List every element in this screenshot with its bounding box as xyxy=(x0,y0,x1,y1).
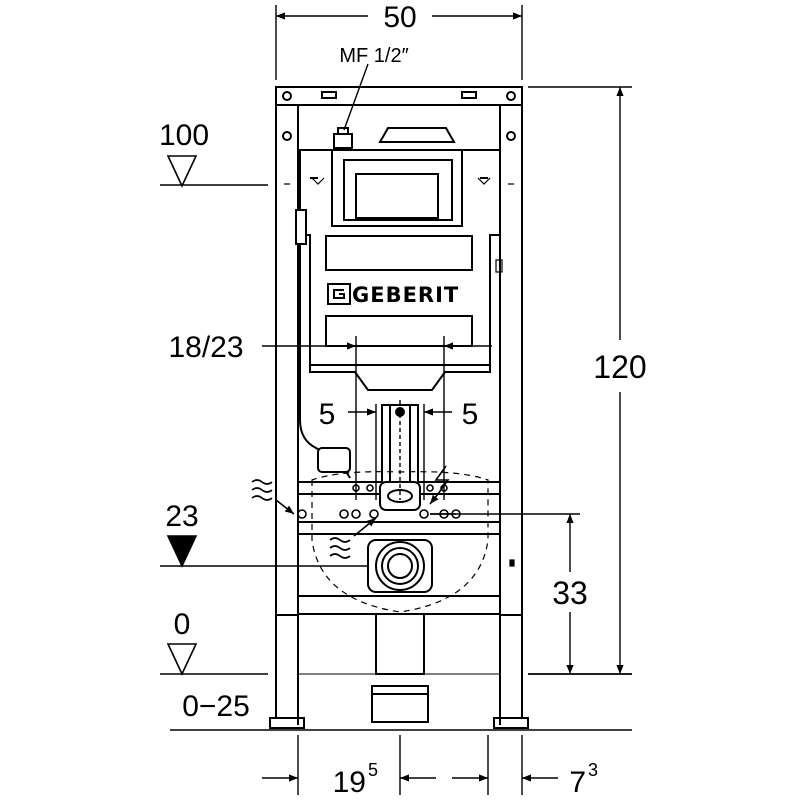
dim-bottom-left-label: 19 xyxy=(333,766,366,799)
dim-width-label: 50 xyxy=(383,1,416,34)
water-supply-icon xyxy=(251,479,295,515)
dim-bottom-left-sup: 5 xyxy=(368,760,378,780)
dim-bottom-right-sup: 3 xyxy=(588,760,598,780)
center-mark xyxy=(395,407,405,417)
logo-text: GEBERIT xyxy=(352,283,459,307)
electrical-connection-icon xyxy=(429,465,450,505)
dimension-lines xyxy=(160,5,632,795)
level-100-label: 100 xyxy=(159,119,209,152)
dim-height-33-label: 33 xyxy=(552,575,588,611)
level-symbols xyxy=(166,155,198,676)
dim-bottom-right-label: 7 xyxy=(569,766,586,799)
dim-offset-right-label: 5 xyxy=(462,398,479,431)
geberit-logo: GEBERIT xyxy=(327,283,459,307)
level-23-triangle-icon xyxy=(166,535,198,568)
dim-height-120-label: 120 xyxy=(593,349,646,385)
cistern xyxy=(299,127,501,391)
connection-label: MF 1/2″ xyxy=(339,45,408,67)
dim-offset-left-label: 5 xyxy=(319,398,336,431)
level-0-triangle-icon xyxy=(166,643,198,676)
level-23-label: 23 xyxy=(165,500,198,533)
level-0-label: 0 xyxy=(174,608,191,641)
dim-spacing-18-23-label: 18/23 xyxy=(168,331,243,364)
drain-flow-icon xyxy=(329,517,377,559)
ceramic-outline xyxy=(311,471,489,613)
frame-marks xyxy=(284,177,515,567)
level-100-triangle-icon xyxy=(166,155,198,188)
floor-range-label: 0−25 xyxy=(182,690,250,723)
